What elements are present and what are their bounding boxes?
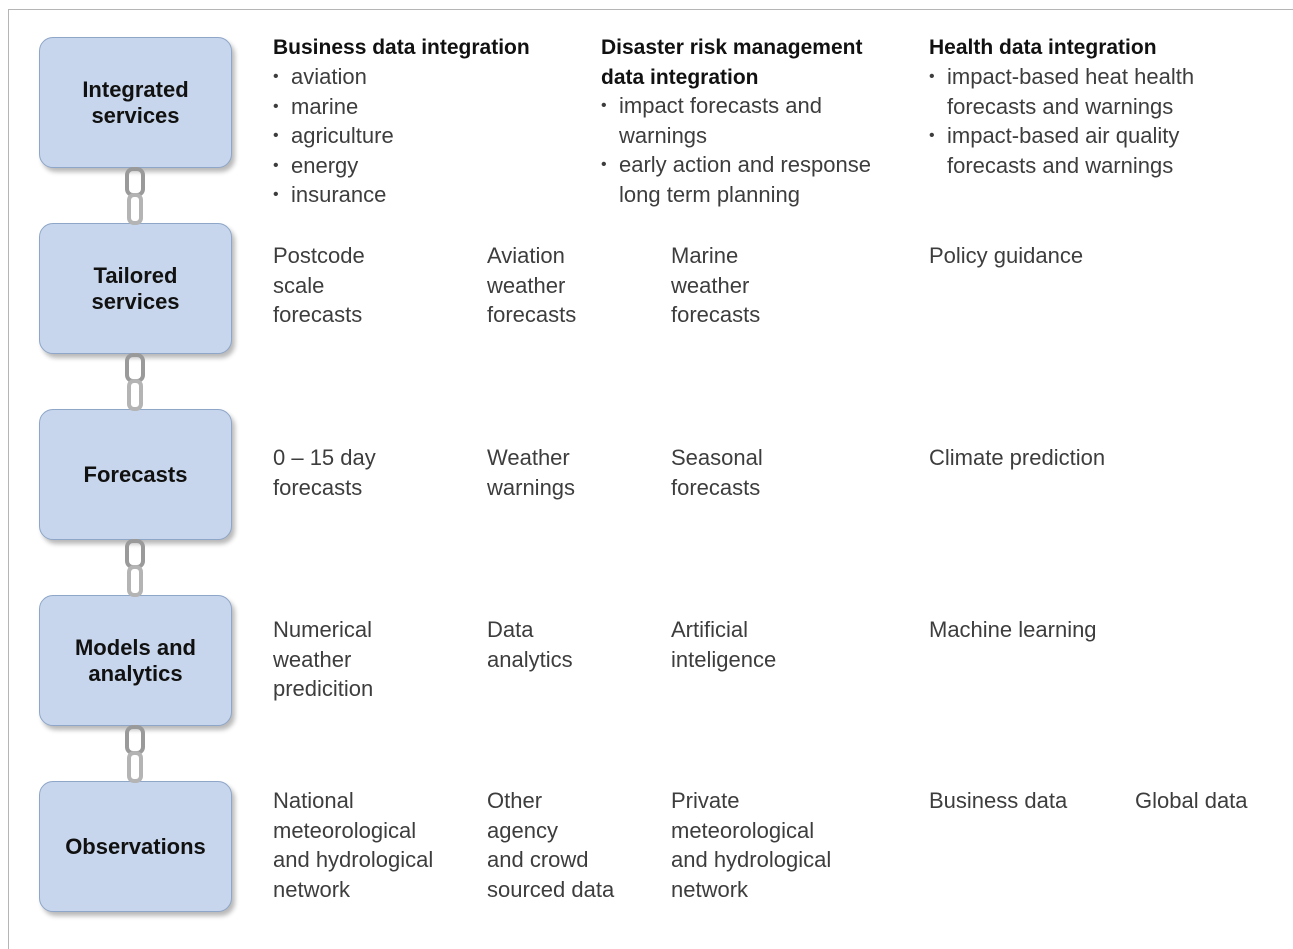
forecast-seasonal: Seasonal forecasts [671,445,763,500]
model-machine-learning: Machine learning [929,617,1097,642]
disaster-risk-heading: Disaster risk management data integratio… [601,36,863,89]
tailored-policy: Policy guidance [929,243,1084,268]
tier-label: Observations [65,833,206,859]
list-item: early action and response long term plan… [601,150,871,209]
diagram-frame [8,9,1293,949]
obs-other-agency: Other agency and crowd sourced data [487,788,615,902]
health-data-heading: Health data integration [929,36,1157,59]
tier-observations: Observations [39,781,232,912]
list-item: aviation [273,62,394,92]
tier-label: Tailored services [91,262,180,314]
obs-private-network: Private meteorological and hydrological … [671,788,832,902]
tier-label: Models and analytics [74,634,196,686]
model-ai: Artificial inteligence [671,617,777,672]
health-data-list: impact-based heat health forecasts and w… [929,62,1194,180]
list-item: impact forecasts and warnings [601,91,871,150]
obs-global-data: Global data [1135,788,1248,813]
model-data-analytics: Data analytics [487,617,573,672]
list-item: energy [273,151,394,181]
business-data-list: aviation marine agriculture energy insur… [273,62,394,210]
tailored-postcode: Postcode scale forecasts [273,243,365,327]
model-nwp: Numerical weather predicition [273,617,374,701]
chain-link-icon [125,725,145,783]
chain-link-icon [125,539,145,597]
list-item: marine [273,92,394,122]
tailored-marine: Marine weather forecasts [671,243,761,327]
tailored-aviation: Aviation weather forecasts [487,243,577,327]
business-data-heading: Business data integration [273,36,530,59]
forecast-climate: Climate prediction [929,445,1106,470]
obs-national-network: National meteorological and hydrological… [273,788,434,902]
list-item: impact-based air quality forecasts and w… [929,121,1194,180]
forecast-weather-warnings: Weather warnings [487,445,576,500]
list-item: insurance [273,180,394,210]
tier-label: Forecasts [83,461,188,487]
disaster-risk-list: impact forecasts and warnings early acti… [601,91,871,209]
forecast-0-15-day: 0 – 15 day forecasts [273,445,376,500]
chain-link-icon [125,353,145,411]
list-item: agriculture [273,121,394,151]
tier-tailored-services: Tailored services [39,223,232,354]
list-item: impact-based heat health forecasts and w… [929,62,1194,121]
chain-link-icon [125,167,145,225]
obs-business-data: Business data [929,788,1068,813]
tier-models-and-analytics: Models and analytics [39,595,232,726]
tier-label: Integrated services [82,76,189,128]
tier-forecasts: Forecasts [39,409,232,540]
tier-integrated-services: Integrated services [39,37,232,168]
